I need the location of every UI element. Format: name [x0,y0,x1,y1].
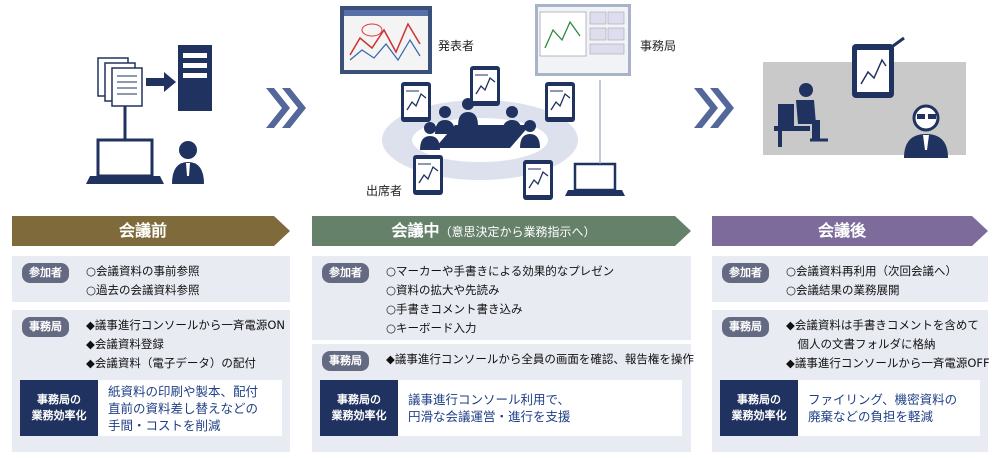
list-item: ◆議事進行コンソールから一斉電源ON [86,318,285,332]
list-item: ◆議事進行コンソールから一斉電源OFF [786,356,990,370]
efficiency-text: 紙資料の印刷や製本、配付 直前の資料差し替えなどの 手間・コストを削減 [108,383,259,433]
list-item: ◆議事進行コンソールから全員の画面を確認、報告権を操作 [386,352,694,366]
list-item: ◆会議資料（電子データ）の配付 [86,356,256,370]
efficiency-heading: 事務局の業務効率化 [20,380,98,436]
secretariat-label: 事務局 [640,39,677,53]
before-column: 会議前 参加者 ○会議資料の事前参照 ○過去の会議資料参照 事務局 ◆議事進行コ… [12,216,290,452]
list-item: ○マーカーや手書きによる効果的なプレゼン [386,264,615,278]
during-participant-panel: 参加者 ○マーカーや手書きによる効果的なプレゼン ○資料の拡大や先読み ○手書き… [312,256,691,340]
secretariat-screen-icon [535,4,631,76]
during-title: 会議中（意思決定から業務指示へ） [391,221,596,240]
tablet-pen-icon [852,36,905,98]
documents-icon [97,57,143,107]
tablet-icon [544,81,576,123]
participant-items: ○会議資料の事前参照 ○過去の会議資料参照 [86,262,200,300]
flow-arrow-icon [694,88,734,128]
before-banner: 会議前 [12,216,290,246]
after-column: 会議後 参加者 ○会議資料再利用（次回会議へ） ○会議結果の業務展開 事務局 ◆… [712,216,990,452]
participant-tag: 参加者 [722,263,769,283]
illustration-area [86,4,966,201]
list-item: ○キーボード入力 [386,321,477,335]
list-item: ○会議資料の事前参照 [86,264,200,278]
presenter-screen-icon [340,6,432,74]
list-item: ◆会議資料登録 [86,337,164,351]
secretariat-tag: 事務局 [322,351,369,371]
during-illustration [340,4,631,201]
server-icon [178,45,212,111]
efficiency-box: 事務局の業務効率化 紙資料の印刷や製本、配付 直前の資料差し替えなどの 手間・コ… [20,380,282,436]
before-illustration [86,45,212,184]
after-participant-panel: 参加者 ○会議資料再利用（次回会議へ） ○会議結果の業務展開 [712,256,988,302]
list-item: ○手書きコメント書き込み [386,302,523,316]
list-item: ○過去の会議資料参照 [86,283,200,297]
list-item: ○会議資料再利用（次回会議へ） [786,264,958,278]
secretariat-tag: 事務局 [22,317,69,337]
secretariat-items: ◆議事進行コンソールから一斉電源ON ◆会議資料登録 ◆会議資料（電子データ）の… [86,316,285,373]
efficiency-box: 事務局の業務効率化 議事進行コンソール利用で、 円滑な会議運営・進行を支援 [320,380,682,436]
efficiency-box: 事務局の業務効率化 ファイリング、機密資料の 廃棄などの負担を軽減 [720,380,980,436]
participant-items: ○マーカーや手書きによる効果的なプレゼン ○資料の拡大や先読み ○手書きコメント… [386,262,614,338]
list-item: ○会議結果の業務展開 [786,283,900,297]
efficiency-heading: 事務局の業務効率化 [320,380,398,436]
desk-worker-icon [774,83,828,147]
after-banner: 会議後 [712,216,988,246]
tablet-icon [522,159,554,201]
participant-items: ○会議資料再利用（次回会議へ） ○会議結果の業務展開 [786,262,957,300]
tablet-icon [412,154,444,196]
flow-arrow-icon [266,88,306,128]
participant-tag: 参加者 [22,263,69,283]
efficiency-heading: 事務局の業務効率化 [720,380,798,436]
tablet-icon [400,81,432,123]
after-title: 会議後 [817,221,866,240]
person-icon [172,141,204,184]
participant-tag: 参加者 [322,263,369,283]
attendee-label: 出席者 [366,184,403,198]
presenter-label: 発表者 [438,39,475,53]
list-item: ◆会議資料は手書きコメントを含めて [786,318,979,332]
after-secretariat-panel: 事務局 ◆会議資料は手書きコメントを含めて 個人の文書フォルダに格納 ◆議事進行… [712,310,990,452]
after-illustration [763,36,966,158]
laptop-icon [565,80,625,196]
list-item: ○資料の拡大や先読み [386,283,500,297]
list-item: 個人の文書フォルダに格納 [786,337,936,351]
secretariat-items: ◆議事進行コンソールから全員の画面を確認、報告権を操作 [386,350,694,369]
secretariat-items: ◆会議資料は手書きコメントを含めて 個人の文書フォルダに格納 ◆議事進行コンソー… [786,316,990,373]
before-secretariat-panel: 事務局 ◆議事進行コンソールから一斉電源ON ◆会議資料登録 ◆会議資料（電子デ… [12,310,290,452]
person-glasses-icon [904,104,948,158]
efficiency-text: 議事進行コンソール利用で、 円滑な会議運営・進行を支援 [408,392,571,424]
before-participant-panel: 参加者 ○会議資料の事前参照 ○過去の会議資料参照 [12,256,290,302]
during-banner: 会議中（意思決定から業務指示へ） [312,216,691,246]
arrow-to-server-icon [146,72,176,92]
laptop-icon [86,138,164,184]
tablet-icon [469,65,501,107]
efficiency-text: ファイリング、機密資料の 廃棄などの負担を軽減 [808,392,958,424]
secretariat-tag: 事務局 [722,317,769,337]
during-column: 会議中（意思決定から業務指示へ） 参加者 ○マーカーや手書きによる効果的なプレゼ… [312,216,694,452]
during-secretariat-panel: 事務局 ◆議事進行コンソールから全員の画面を確認、報告権を操作 事務局の業務効率… [312,344,694,452]
before-title: 会議前 [118,221,167,240]
